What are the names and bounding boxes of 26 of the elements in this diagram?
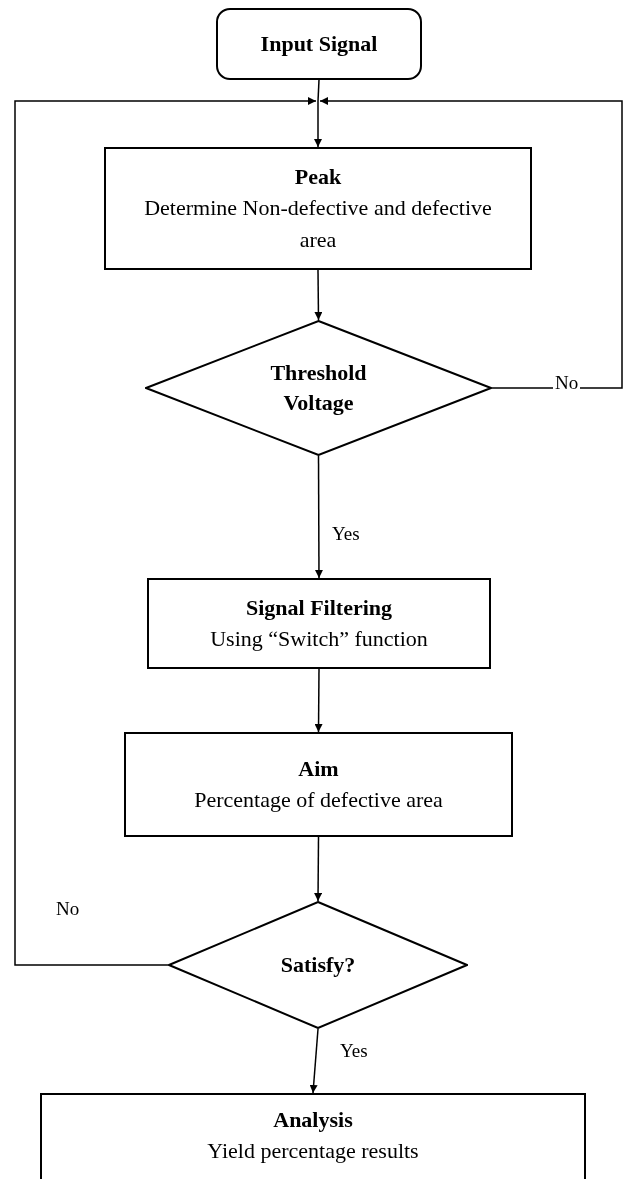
node-description: Using “Switch” function — [210, 624, 428, 653]
node-title: Satisfy? — [279, 951, 357, 979]
node-title: Signal Filtering — [245, 593, 393, 622]
arrow — [314, 455, 323, 579]
arrow — [314, 836, 323, 902]
process-box — [124, 732, 513, 837]
node-title: Aim — [298, 754, 339, 783]
decision-diamond — [168, 901, 468, 1029]
process-box — [104, 147, 532, 270]
decision-diamond — [145, 320, 492, 456]
arrow — [314, 100, 322, 148]
node-description: Yield percentage results — [207, 1137, 419, 1165]
node-description: Determine Non-defective and defective area — [143, 193, 493, 254]
process-box — [147, 578, 491, 669]
arrow — [314, 269, 323, 321]
node-description: Percentage of defective area — [194, 785, 443, 814]
node-title: Peak — [294, 162, 342, 191]
node-title: Analysis — [273, 1106, 353, 1134]
start-box — [216, 8, 422, 80]
arrow — [314, 668, 323, 733]
arrow — [319, 97, 623, 389]
node-title: Threshold Voltage — [269, 359, 368, 417]
arrow — [309, 1028, 319, 1094]
node-title: Input Signal — [260, 30, 378, 58]
arrow — [14, 97, 317, 966]
process-box — [40, 1093, 586, 1179]
